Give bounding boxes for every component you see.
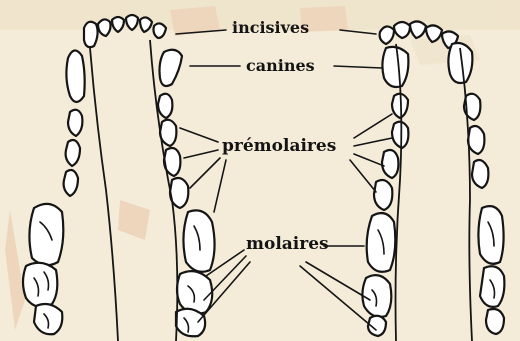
leader-canines-right	[334, 66, 382, 68]
left-molars-outer	[23, 204, 63, 334]
leader-incisives-right	[340, 30, 376, 34]
label-incisives: incisives	[232, 20, 309, 36]
right-molars-inner	[362, 213, 395, 336]
right-jaw	[362, 21, 504, 341]
leader-premolaires-left-2	[184, 150, 218, 158]
right-premolars-inner	[374, 94, 408, 210]
leader-premolaires-left-4	[214, 160, 226, 212]
leader-premolaires-left-1	[180, 128, 218, 142]
left-jaw	[23, 15, 215, 341]
leader-premolaires-right-4	[350, 160, 376, 192]
right-molars-outer	[478, 206, 504, 334]
leader-premolaires-left-3	[190, 158, 220, 188]
label-canines: canines	[246, 58, 315, 74]
leader-premolaires-right-1	[354, 114, 392, 138]
leader-premolaires-right-3	[354, 154, 384, 166]
left-premolars-outer	[64, 110, 83, 196]
leader-molaires-right-2	[306, 262, 370, 300]
label-molaires: molaires	[246, 236, 329, 253]
right-premolars-outer	[464, 94, 488, 188]
watermark	[0, 0, 520, 330]
label-premolaires: prémolaires	[222, 138, 336, 155]
leader-premolaires-right-2	[354, 138, 392, 146]
